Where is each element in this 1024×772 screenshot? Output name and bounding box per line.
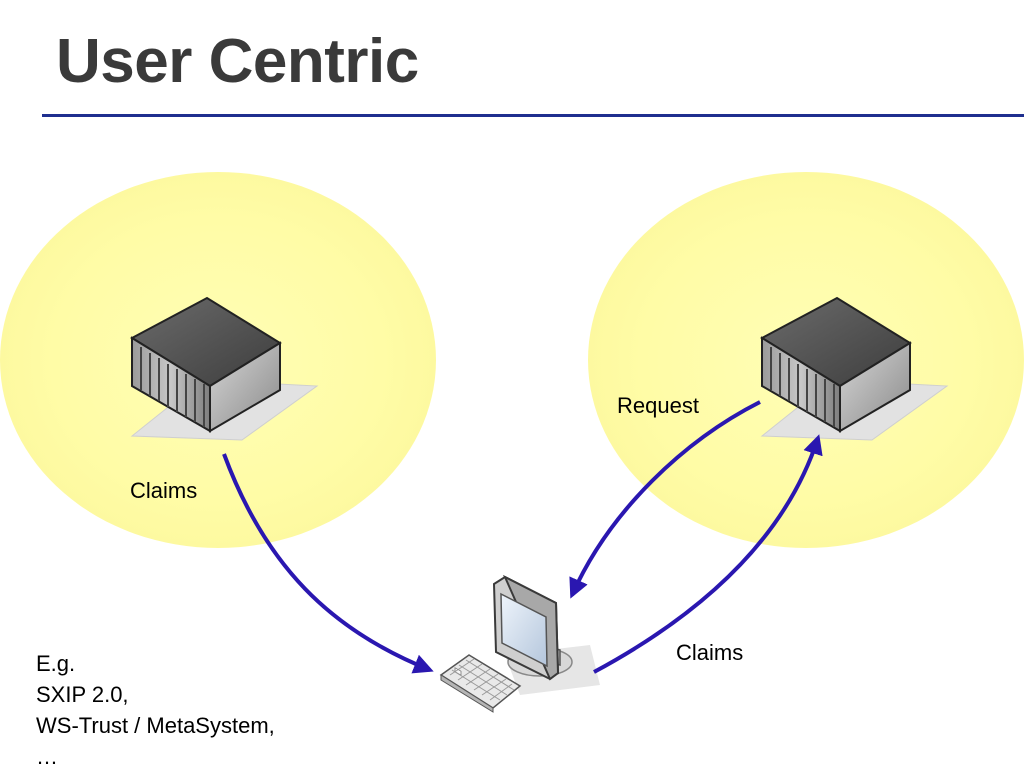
slide-title: User Centric xyxy=(56,27,419,96)
example-notes: E.g. SXIP 2.0, WS-Trust / MetaSystem, … xyxy=(36,648,275,772)
notes-line: … xyxy=(36,744,58,769)
right-server-icon xyxy=(759,296,949,441)
arrow-claims-right xyxy=(593,434,823,674)
notes-line: WS-Trust / MetaSystem, xyxy=(36,713,275,738)
notes-line: SXIP 2.0, xyxy=(36,682,129,707)
claims-right-label: Claims xyxy=(676,640,744,665)
client-computer-icon xyxy=(439,574,600,713)
request-label: Request xyxy=(617,393,699,418)
arrow-claims-left xyxy=(222,453,434,674)
claims-left-label: Claims xyxy=(130,478,198,503)
left-server-icon xyxy=(129,296,319,441)
arrow-request xyxy=(569,400,761,599)
notes-line: E.g. xyxy=(36,651,76,676)
title-rule xyxy=(42,114,1024,117)
